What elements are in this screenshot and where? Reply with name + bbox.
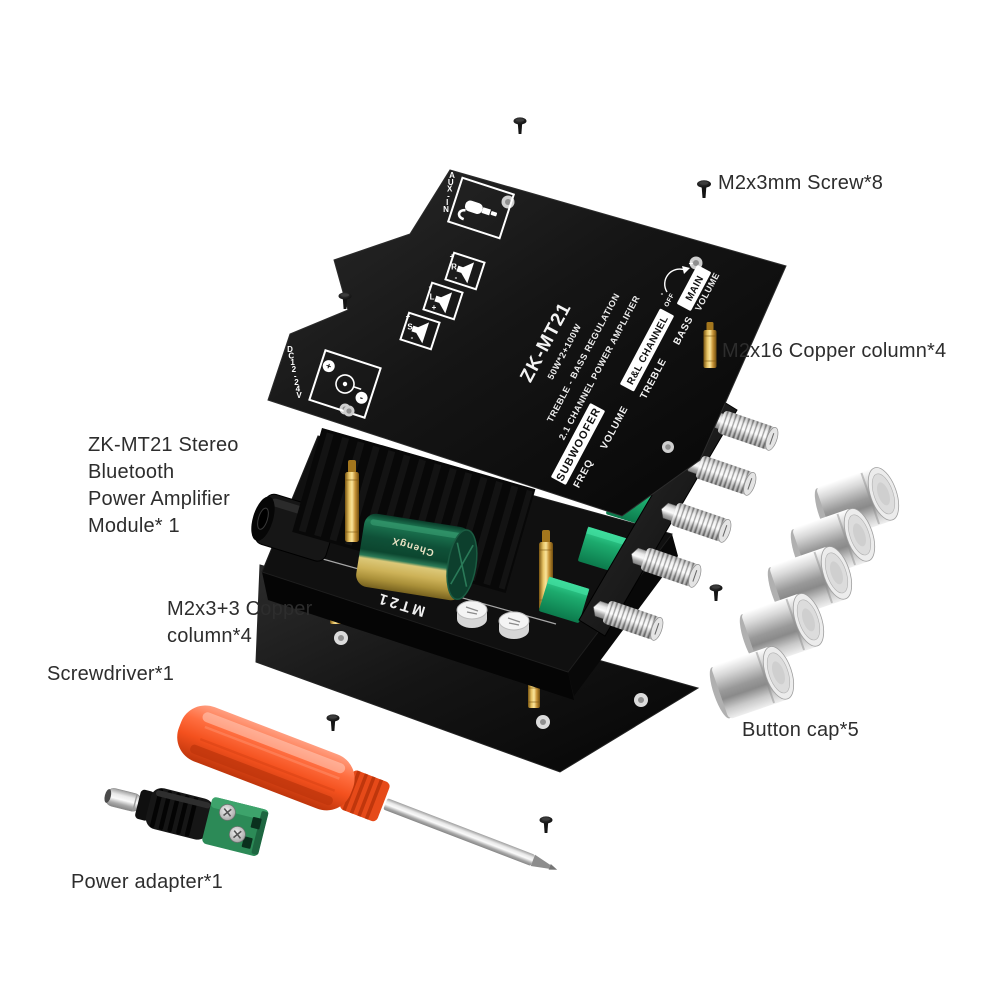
label-screw: M2x3mm Screw*8	[718, 172, 884, 194]
label-power-adapter: Power adapter*1	[71, 871, 223, 893]
screwdriver-shaft	[383, 798, 535, 866]
cover-hole	[662, 441, 674, 453]
volume-arc-icon	[664, 268, 686, 293]
label-screwdriver: Screwdriver*1	[47, 663, 175, 685]
capacitor-vent-icon	[450, 542, 474, 587]
button-caps	[709, 467, 900, 719]
screw	[513, 117, 527, 134]
label-copper-column-short-line2: column*4	[167, 625, 252, 647]
pot-body	[539, 576, 590, 623]
smd-capacitor	[498, 611, 530, 639]
smd-capacitor	[456, 600, 488, 628]
label-module-line1: ZK-MT21 Stereo	[88, 434, 239, 456]
terminal-block	[202, 797, 269, 856]
knob-shafts	[593, 410, 779, 641]
volume-arrow-icon	[682, 266, 690, 274]
capacitor: ChengX	[356, 513, 478, 601]
terminal-screw	[219, 804, 236, 821]
speaker-left-label: -L+	[429, 282, 437, 312]
speaker-sub-label: +S-	[406, 312, 414, 342]
label-copper-column-long: M2x16 Copper column*4	[722, 340, 947, 362]
aux-jack-icon	[457, 200, 498, 221]
label-copper-column-short-line1: M2x3+3 Copper	[167, 598, 313, 620]
power-adapter	[104, 788, 269, 856]
speaker-icon	[456, 262, 475, 284]
label-module: ZK-MT21 Stereo Bluetooth Power Amplifier…	[88, 432, 239, 540]
dc-input-marking: + -	[308, 349, 382, 419]
label-button-cap: Button cap*5	[742, 719, 859, 741]
button-cap	[767, 546, 853, 619]
screw	[338, 292, 352, 309]
speaker-icon	[434, 292, 453, 314]
screw	[539, 816, 553, 833]
label-copper-column-short: M2x3+3 Copper column*4	[167, 596, 312, 650]
dc-polarity-icon	[322, 360, 368, 404]
screwdriver	[177, 705, 558, 870]
dc-plus: +	[325, 361, 333, 372]
copper-column-icon	[703, 322, 717, 368]
cover-hole	[343, 405, 355, 417]
button-cap	[709, 646, 795, 719]
label-module-line4: Module* 1	[88, 515, 180, 537]
screwdriver-tip	[530, 854, 551, 869]
screwdriver-handle	[177, 705, 355, 811]
screws	[326, 117, 723, 833]
screw	[709, 584, 723, 601]
terminal-screw	[229, 826, 246, 843]
screw-icon	[697, 180, 711, 198]
speaker-icon	[411, 322, 430, 344]
main-minus: -	[661, 289, 664, 298]
speaker-marking-left	[422, 281, 464, 321]
copper-column-long	[345, 460, 359, 542]
speaker-marking-sub	[399, 311, 441, 351]
speaker-right-label: +R-	[450, 252, 458, 282]
screw	[326, 714, 340, 731]
label-module-line2: Bluetooth	[88, 461, 175, 483]
label-module-line3: Power Amplifier	[88, 488, 230, 510]
aux-in-port-marking	[446, 176, 516, 240]
main-plus: +	[689, 259, 694, 268]
speaker-marking-right	[444, 251, 486, 291]
dc-minus: -	[358, 393, 365, 404]
